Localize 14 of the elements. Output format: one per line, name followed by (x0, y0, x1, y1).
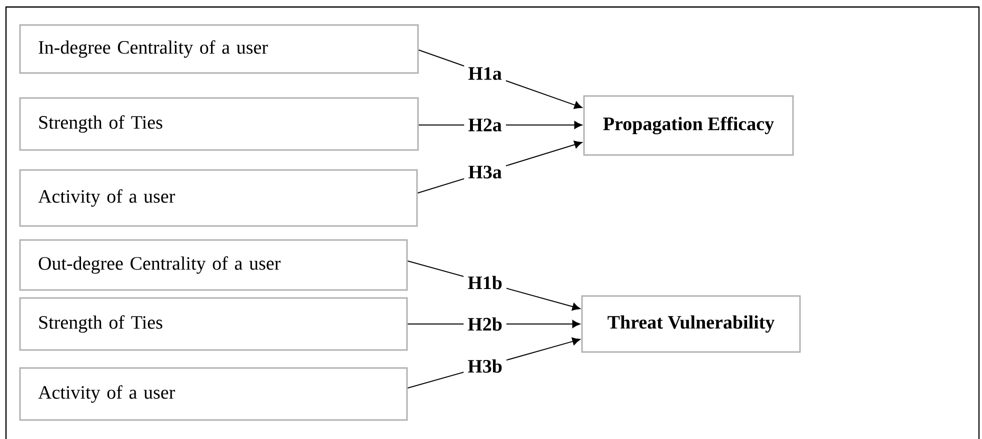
hypothesis-label: H2a (464, 114, 506, 136)
hypothesis-label: H1b (464, 272, 506, 294)
factor-box: Strength of Ties (19, 297, 408, 351)
factor-box: In-degree Centrality of a user (19, 24, 419, 74)
factor-box: Activity of a user (19, 169, 418, 227)
hypothesis-label: H3b (464, 355, 506, 377)
hypothesis-label: H2b (464, 313, 506, 335)
factor-box: Activity of a user (19, 367, 408, 421)
factor-box: Strength of Ties (19, 97, 419, 151)
outcome-box: Threat Vulnerability (581, 295, 801, 353)
factor-box: Out-degree Centrality of a user (19, 239, 408, 291)
hypothesis-label: H1a (464, 63, 506, 84)
outcome-box: Propagation Efficacy (583, 95, 794, 156)
hypothesis-label: H3a (464, 162, 506, 182)
